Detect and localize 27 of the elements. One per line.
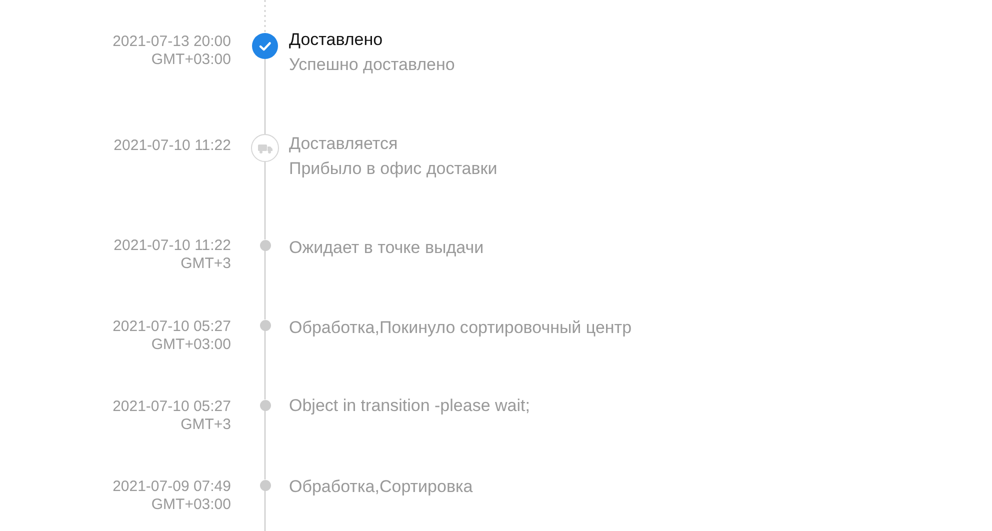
timeline-line (264, 59, 266, 134)
timestamp: 2021-07-10 05:27 GMT+03:00 (112, 318, 231, 354)
timeline-dot (260, 320, 270, 330)
timestamp: 2021-07-10 11:22 GMT+3 (112, 237, 231, 273)
status-title: Обработка,Сортировка (289, 476, 473, 498)
timeline-line (264, 330, 266, 400)
timestamp: 2021-07-09 07:49 GMT+03:00 (112, 478, 231, 514)
timeline-dot (260, 400, 270, 410)
timestamp: 2021-07-13 20:00 GMT+03:00 (112, 33, 231, 69)
dashed-timeline-line (264, 0, 266, 33)
status-title: Ожидает в точке выдачи (289, 237, 484, 259)
timestamp: 2021-07-10 11:22 (112, 137, 231, 155)
check-icon (252, 33, 278, 59)
timeline-line (264, 490, 266, 531)
timeline-dot (260, 480, 270, 490)
status-title: Обработка,Покинуло сортировочный центр (289, 317, 632, 339)
timestamp: 2021-07-10 05:27 GMT+3 (112, 398, 231, 434)
status-detail: Прибыло в офис доставки (289, 158, 498, 180)
timeline-line (264, 410, 266, 480)
status-detail: Успешно доставлено (289, 54, 455, 76)
timeline-line (264, 250, 266, 320)
timeline-line (264, 162, 266, 240)
timeline-dot (260, 240, 270, 250)
status-title: Object in transition -please wait; (289, 395, 530, 417)
status-title: Доставляется (289, 133, 399, 155)
status-title: Доставлено (289, 29, 384, 51)
truck-icon (251, 134, 279, 162)
